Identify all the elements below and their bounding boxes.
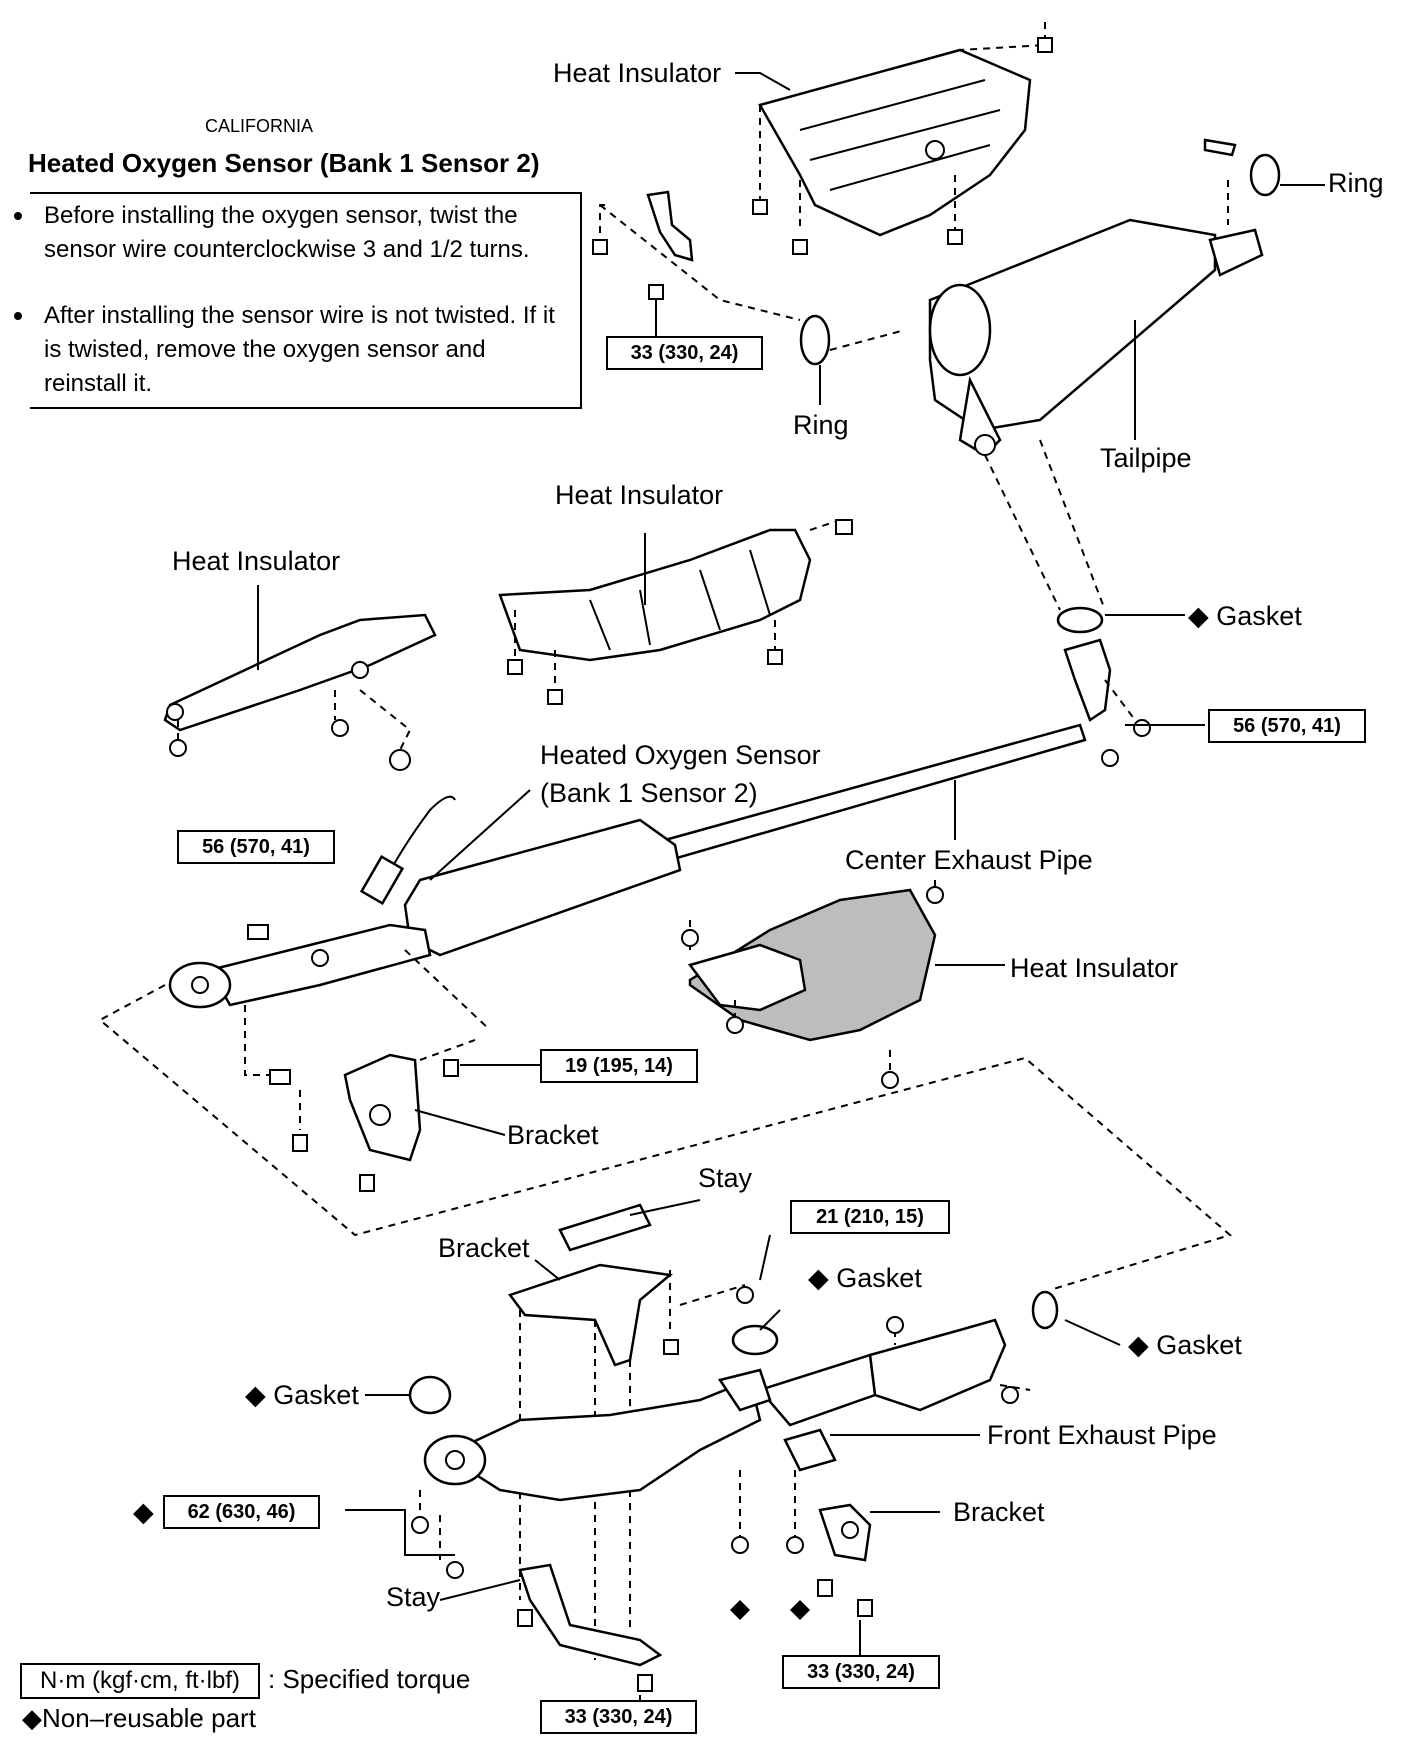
legend-torque-unit: N·m (kgf·cm, ft·lbf) [20, 1663, 260, 1699]
torque-box-ring: 33 (330, 24) [606, 336, 763, 370]
front-exhaust-pipe-part [423, 1318, 1007, 1502]
legend-nonreusable: ◆Non–reusable part [22, 1703, 256, 1733]
gasket-mid-part [731, 1324, 779, 1356]
label-ring-center: Ring [793, 410, 849, 440]
bullet-dot [14, 212, 22, 220]
nonreusable-symbol: ◆ [808, 1263, 829, 1293]
nonreusable-symbol: ◆ [245, 1380, 266, 1410]
heat-insulator-left-part [163, 613, 437, 732]
center-exhaust-pipe-part [168, 723, 1087, 1009]
nonreusable-marker-front-pipe: ◆ [133, 1497, 154, 1527]
stay-bottom-part [518, 1563, 663, 1667]
legend-torque-desc: : Specified torque [268, 1664, 471, 1694]
note-title: Heated Oxygen Sensor (Bank 1 Sensor 2) [28, 148, 540, 178]
label-stay-top: Stay [698, 1163, 753, 1193]
gasket-left-part [408, 1375, 452, 1415]
region-label: CALIFORNIA [205, 116, 314, 136]
heat-insulator-top-part [758, 48, 1032, 237]
heat-insulator-mid-part [498, 528, 812, 662]
nonreusable-symbol: ◆ [1128, 1330, 1149, 1360]
label-heat-insulator-top: Heat Insulator [553, 58, 722, 88]
label-gasket-right: ◆ Gasket [1128, 1330, 1242, 1360]
label-tailpipe: Tailpipe [1100, 443, 1192, 473]
heat-insulator-lower-part [687, 888, 937, 1042]
label-gasket-tail: ◆ Gasket [1188, 601, 1302, 631]
label-center-exhaust-pipe: Center Exhaust Pipe [845, 845, 1093, 875]
ring-right-part [1203, 138, 1281, 197]
torque-box-bracket: 19 (195, 14) [540, 1049, 698, 1083]
torque-box-sensor: 56 (570, 41) [177, 830, 335, 864]
label-gasket-left: ◆ Gasket [245, 1380, 359, 1410]
torque-box-tailpipe-flange: 56 (570, 41) [1208, 709, 1366, 743]
label-bracket-mid: Bracket [507, 1120, 599, 1150]
gasket-right-part [1031, 1290, 1059, 1330]
torque-box-lower-bracket: 33 (330, 24) [782, 1655, 940, 1689]
torque-box-stay-bottom: 33 (330, 24) [540, 1700, 697, 1734]
label-stay-bottom: Stay [386, 1582, 441, 1612]
torque-box-stay: 21 (210, 15) [790, 1200, 950, 1234]
bracket-lower-part [818, 1503, 872, 1562]
label-heat-insulator-mid: Heat Insulator [555, 480, 724, 510]
label-front-exhaust-pipe: Front Exhaust Pipe [987, 1420, 1217, 1450]
label-heat-insulator-left: Heat Insulator [172, 546, 341, 576]
label-heated-oxygen-sensor: Heated Oxygen Sensor [540, 740, 821, 770]
nonreusable-symbol: ◆ [22, 1703, 42, 1733]
heated-oxygen-sensor-part [359, 795, 456, 906]
label-bracket-lower: Bracket [953, 1497, 1045, 1527]
bullet-dot [14, 312, 22, 320]
label-bracket-upper: Bracket [438, 1233, 530, 1263]
installation-note-box: Before installing the oxygen sensor, twi… [14, 192, 582, 409]
ring-center-part [799, 314, 831, 366]
stay-top-part [558, 1203, 652, 1252]
sensor-bracket-top [646, 190, 694, 262]
label-heat-insulator-lower: Heat Insulator [1010, 953, 1179, 983]
torque-box-front-pipe: 62 (630, 46) [163, 1495, 320, 1529]
label-ring-right: Ring [1328, 168, 1384, 198]
label-heated-oxygen-sensor-sub: (Bank 1 Sensor 2) [540, 778, 758, 808]
bracket-mid-part [343, 1053, 422, 1162]
nonreusable-symbol: ◆ [1188, 601, 1209, 631]
tailpipe-part [928, 218, 1264, 457]
bracket-upper-part [507, 1263, 673, 1367]
bolts-top [752, 37, 1053, 255]
note-box-bottom-rule [30, 407, 580, 409]
note-bullet-1: Before installing the oxygen sensor, twi… [14, 199, 564, 267]
note-bullet-2: After installing the sensor wire is not … [14, 299, 564, 401]
label-gasket-mid: ◆ Gasket [808, 1263, 922, 1293]
